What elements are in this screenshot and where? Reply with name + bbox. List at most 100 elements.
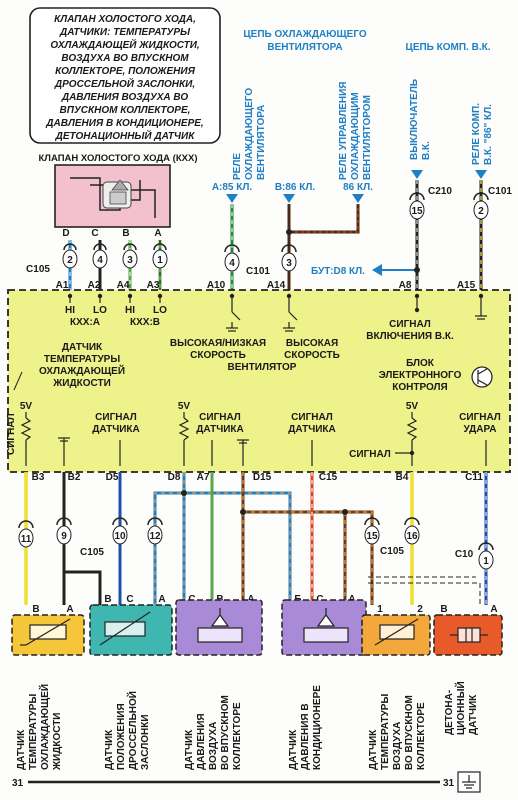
- sensor-label-tps: ДАТЧИК ПОЛОЖЕНИЯ ДРОССЕЛЬНОЙ ЗАСЛОНКИ: [104, 691, 151, 770]
- ecu-name: КОНТРОЛЯ: [392, 382, 447, 393]
- title-line: ДЕТОНАЦИОННЫЙ ДАТЧИК: [55, 129, 196, 142]
- iac-pin: C: [91, 228, 98, 239]
- iac-pin: A: [154, 228, 161, 239]
- connector-86kl: 86 КЛ.: [343, 182, 373, 193]
- title-line: ВПУСКНОМ КОЛЛЕКТОРЕ,: [60, 105, 191, 116]
- connector-pin: [281, 252, 297, 272]
- svg-text:A: A: [490, 604, 497, 615]
- page-number-left: 31: [12, 778, 24, 789]
- ac-signal-label: ВКЛЮЧЕНИЯ В.К.: [366, 331, 454, 342]
- iac-motor-icon: [70, 177, 156, 218]
- svg-text:B4: B4: [396, 472, 409, 483]
- svg-text:ДАТЧИК: ДАТЧИК: [16, 729, 27, 770]
- ecu-top-pins: A1 A2 A4 A3 A10 A14 A8 A15: [56, 280, 476, 291]
- svg-text:ВЕНТИЛЯТОРА: ВЕНТИЛЯТОРА: [256, 105, 267, 180]
- svg-text:A3: A3: [147, 280, 160, 291]
- wire-number: 2: [478, 206, 484, 217]
- svg-text:ОХЛАЖДАЮЩИМ: ОХЛАЖДАЮЩИМ: [350, 92, 361, 180]
- title-line: ДАВЛЕНИЯ В КОНДИЦИОНЕРЕ,: [45, 118, 203, 129]
- hi-label: HI: [65, 305, 75, 316]
- svg-text:A2: A2: [88, 280, 101, 291]
- svg-text:ЖИДКОСТИ: ЖИДКОСТИ: [52, 713, 63, 772]
- connector-label: C101: [488, 186, 512, 197]
- connector-cup: [473, 192, 489, 201]
- wire-number: 9: [61, 531, 67, 542]
- svg-text:ВОЗДУХА: ВОЗДУХА: [392, 722, 403, 770]
- svg-text:ОХЛАЖДАЮЩЕГО: ОХЛАЖДАЮЩЕГО: [244, 88, 255, 180]
- wire-number: 4: [97, 255, 103, 266]
- svg-text:ВО ВПУСКНОМ: ВО ВПУСКНОМ: [404, 695, 415, 770]
- connector-label: C105: [26, 264, 50, 275]
- wire-number: 16: [406, 531, 418, 542]
- fan-switch-icon: [283, 296, 298, 332]
- svg-text:ВО ВПУСКНОМ: ВО ВПУСКНОМ: [220, 695, 231, 770]
- sensor-label-intake-temp: ДАТЧИК ТЕМПЕРАТУРЫ ВОЗДУХА ВО ВПУСКНОМ К…: [368, 694, 427, 770]
- title-line: ВОЗДУХА ВО ВПУСКНОМ: [61, 53, 189, 64]
- sensor-wires: [24, 472, 488, 605]
- fan-high-low-label: СКОРОСТЬ: [190, 350, 246, 361]
- fan-high-label: СКОРОСТЬ: [284, 350, 340, 361]
- svg-text:C15: C15: [319, 472, 338, 483]
- kxx-b-label: КХХ:B: [130, 317, 160, 328]
- fan-circuit-header: ВЕНТИЛЯТОРА: [267, 42, 342, 53]
- coolant-sensor-label: ОХЛАЖДАЮЩЕЙ: [39, 364, 125, 377]
- svg-text:КОЛЛЕКТОРЕ: КОЛЛЕКТОРЕ: [416, 702, 427, 770]
- fan-high-low-label: ВЫСОКАЯ/НИЗКАЯ: [170, 338, 266, 349]
- knock-sensor: [433, 614, 503, 656]
- sensor-signal-label: ДАТЧИКА: [196, 424, 244, 435]
- wire-number: 4: [229, 258, 235, 269]
- fan-high-low-label: ВЕНТИЛЯТОР: [228, 362, 297, 373]
- svg-text:ОХЛАЖДАЮЩЕЙ: ОХЛАЖДАЮЩЕЙ: [38, 684, 51, 770]
- wire-number: 11: [21, 534, 32, 545]
- arrow-icon: [475, 170, 487, 179]
- voltage-label: 5V: [20, 401, 33, 412]
- svg-text:РЕЛЕ: РЕЛЕ: [232, 153, 243, 180]
- svg-text:B2: B2: [68, 472, 81, 483]
- svg-text:D8: D8: [168, 472, 181, 483]
- wire-number: 2: [67, 255, 73, 266]
- ac-switch-label: ВЫКЛЮЧАТЕЛЬ В.К.: [409, 79, 432, 160]
- coolant-temp-sensor: [11, 614, 85, 656]
- svg-text:2: 2: [417, 604, 423, 615]
- ecu-bottom-pins: B3 B2 D5 D8 A7 D15 C15 B4 C11: [32, 472, 484, 483]
- svg-text:ТЕМПЕРАТУРЫ: ТЕМПЕРАТУРЫ: [380, 694, 391, 770]
- signal-vertical-label: СИГНАЛ: [6, 413, 17, 455]
- wire-number: 3: [127, 255, 133, 266]
- wire-number: 10: [114, 531, 126, 542]
- svg-text:D5: D5: [106, 472, 119, 483]
- ac-pressure-sensor: [281, 599, 367, 656]
- sensor-label-ac-pressure: ДАТЧИК ДАВЛЕНИЯ В КОНДИЦИОНЕРЕ: [288, 685, 323, 770]
- ground-icon: [237, 439, 249, 466]
- svg-text:A15: A15: [457, 280, 476, 291]
- sensor-signal-label: СИГНАЛ: [95, 412, 137, 423]
- svg-text:ДАВЛЕНИЯ В: ДАВЛЕНИЯ В: [300, 703, 311, 770]
- page-number-right: 31: [443, 778, 455, 789]
- svg-text:B: B: [32, 604, 39, 615]
- fan-circuit-header: ЦЕПЬ ОХЛАЖДАЮЩЕГО: [243, 29, 367, 40]
- connector-cup: [224, 244, 240, 253]
- connector-pin: [473, 200, 489, 220]
- sensor-label-knock: ДЕТОНА- ЦИОННЫЙ ДАТЧИК: [444, 681, 479, 735]
- intake-air-temp-sensor: [361, 614, 431, 656]
- svg-text:СИГНАЛ: СИГНАЛ: [6, 413, 17, 455]
- throttle-position-sensor: [89, 604, 173, 656]
- sensor-label-coolant: ДАТЧИК ТЕМПЕРАТУРЫ ОХЛАЖДАЮЩЕЙ ЖИДКОСТИ: [16, 684, 63, 771]
- wire-number: 1: [483, 556, 489, 567]
- svg-text:ДАТЧИК: ДАТЧИК: [104, 729, 115, 770]
- arrow-icon: [352, 194, 364, 203]
- sensor-signal-label: СИГНАЛ: [199, 412, 241, 423]
- connector-pin: [409, 200, 425, 220]
- c105-connector: [62, 243, 168, 269]
- title-line: ДАВЛЕНИЯ ВОЗДУХА ВО: [61, 92, 189, 103]
- connector-label: C10: [455, 549, 474, 560]
- coolant-sensor-label: ТЕМПЕРАТУРЫ: [44, 354, 120, 365]
- ac-signal-label: СИГНАЛ: [389, 319, 431, 330]
- svg-text:ВОЗДУХА: ВОЗДУХА: [208, 722, 219, 770]
- ecu-transistor-icon: [471, 366, 493, 388]
- lower-connector-cups: [18, 517, 494, 570]
- title-box: [29, 7, 221, 144]
- ecu-top-terminals: [67, 293, 484, 303]
- ecu-pullup-resistor: [178, 412, 190, 466]
- lo-label: LO: [153, 305, 167, 316]
